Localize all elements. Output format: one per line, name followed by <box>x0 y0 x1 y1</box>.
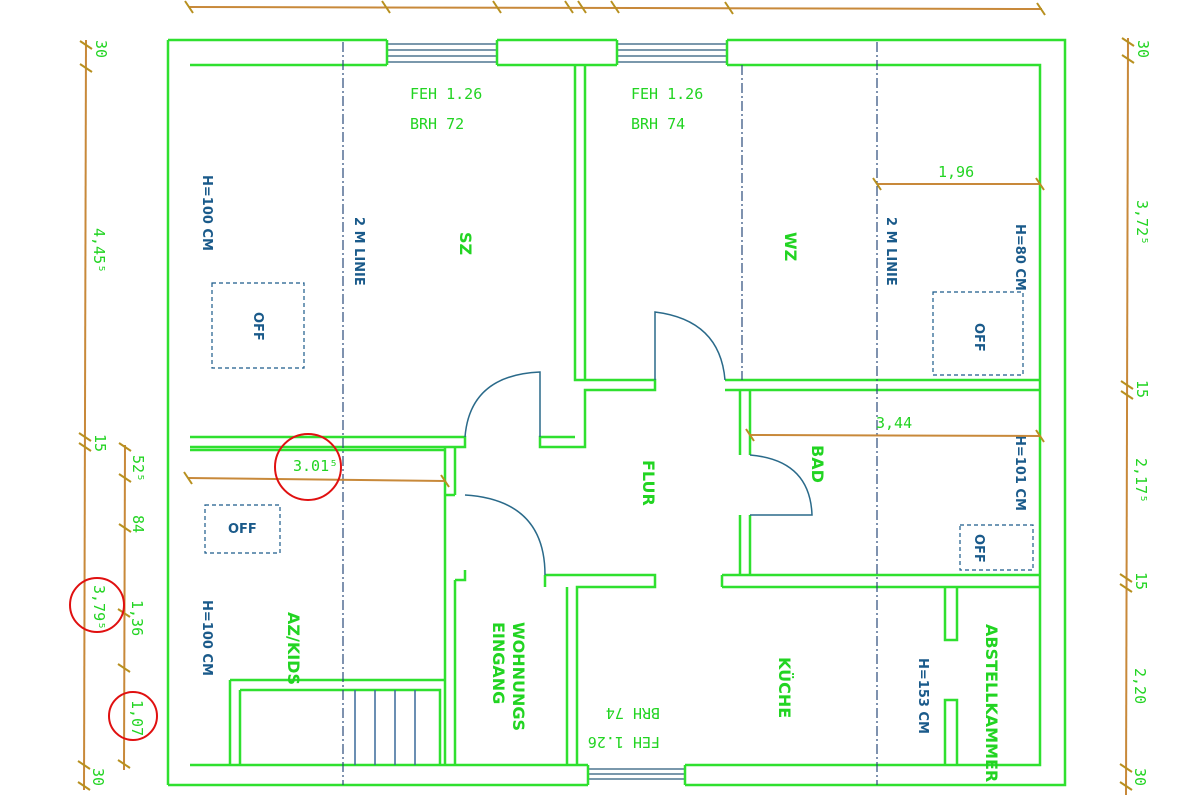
window-top-wz <box>615 40 729 65</box>
wz-line-note: 2 M LINIE <box>883 217 898 286</box>
door-eingang <box>464 494 546 576</box>
highlight-circle-379 <box>69 577 125 633</box>
abst-height-note: H=153 CM <box>915 658 930 734</box>
room-label-kueche: KÜCHE <box>775 657 794 718</box>
dimension-344: 3,44 <box>745 414 1045 443</box>
off-box-wz <box>932 291 1024 376</box>
left-dim-30-bottom: 30 <box>89 768 107 786</box>
dimension-196: 1,96 <box>872 163 1045 191</box>
left-inner-dim-52: 52⁵ <box>129 455 147 482</box>
interior-walls <box>190 65 1040 765</box>
door-bad <box>749 454 813 516</box>
left-inner-dim-107: 1,07 <box>128 700 146 736</box>
right-dimension-line: 30 3,72⁵ 15 2,17⁵ 15 2,20 30 <box>1119 37 1152 796</box>
sz-brh: BRH 72 <box>410 115 464 133</box>
room-label-eingang-2: EINGANG <box>489 622 508 704</box>
sz-feh: FEH 1.26 <box>410 85 482 103</box>
right-dim-220: 2,20 <box>1131 668 1149 704</box>
left-dim-379: 3,79⁵ <box>90 585 108 630</box>
room-label-az-kids: AZ/KIDS <box>284 612 303 685</box>
left-inner-dim-136: 1,36 <box>128 600 146 636</box>
wz-height-note: H=80 CM <box>1012 224 1027 291</box>
door-wz <box>654 311 726 381</box>
right-dim-15-a: 15 <box>1133 380 1151 398</box>
left-inner-dim-84: 84 <box>129 515 147 533</box>
sz-height-note: H=100 CM <box>199 175 214 251</box>
off-box-sz <box>211 282 305 369</box>
kueche-feh: FEH 1.26 <box>588 733 660 751</box>
wz-brh: BRH 74 <box>631 115 685 133</box>
window-bottom-kueche <box>586 765 687 785</box>
outer-walls <box>166 38 1067 787</box>
right-dim-30-top: 30 <box>1134 40 1152 58</box>
left-dim-445: 4,45⁵ <box>90 228 108 273</box>
off-box-bad <box>959 524 1034 571</box>
room-label-sz: SZ <box>456 232 475 255</box>
dimension-344-label: 3,44 <box>876 414 912 432</box>
wz-off-label: OFF <box>971 323 986 352</box>
room-label-abstellkammer: ABSTELLKAMMER <box>982 624 1001 782</box>
room-label-bad: BAD <box>808 445 827 483</box>
sz-line-note: 2 M LINIE <box>351 217 366 286</box>
right-dim-30-bottom: 30 <box>1131 768 1149 786</box>
left-dim-15: 15 <box>91 434 109 452</box>
door-sz <box>464 371 541 438</box>
az-height-note: H=100 CM <box>199 600 214 676</box>
wz-feh: FEH 1.26 <box>631 85 703 103</box>
dimension-301-label: 3.01⁵ <box>293 457 338 475</box>
right-dim-217: 2,17⁵ <box>1132 458 1150 503</box>
az-off-label: OFF <box>228 522 257 537</box>
kueche-brh: BRH 74 <box>606 704 660 722</box>
highlight-circle-107 <box>108 691 158 741</box>
sz-off-label: OFF <box>250 312 265 341</box>
highlight-circle-301 <box>274 433 342 501</box>
dimension-301: 3.01⁵ <box>183 457 450 488</box>
window-top-sz <box>385 40 499 65</box>
room-label-wz: WZ <box>781 232 800 261</box>
bad-height-note: H=101 CM <box>1012 435 1027 511</box>
right-dim-15-b: 15 <box>1132 572 1150 590</box>
right-dim-372: 3,72⁵ <box>1133 200 1151 245</box>
top-dimension-line <box>184 0 1046 16</box>
room-label-eingang-1: WOHNUNGS <box>509 622 528 731</box>
bad-off-label: OFF <box>971 534 986 563</box>
left-inner-dimension-line: 52⁵ 84 1,36 1,07 <box>117 442 147 771</box>
left-dimension-line: 30 4,45⁵ 15 3,79⁵ 30 <box>77 39 110 791</box>
dimension-196-label: 1,96 <box>938 163 974 181</box>
off-box-az <box>204 504 281 554</box>
left-dim-30-top: 30 <box>92 40 110 58</box>
room-label-flur: FLUR <box>639 460 658 506</box>
